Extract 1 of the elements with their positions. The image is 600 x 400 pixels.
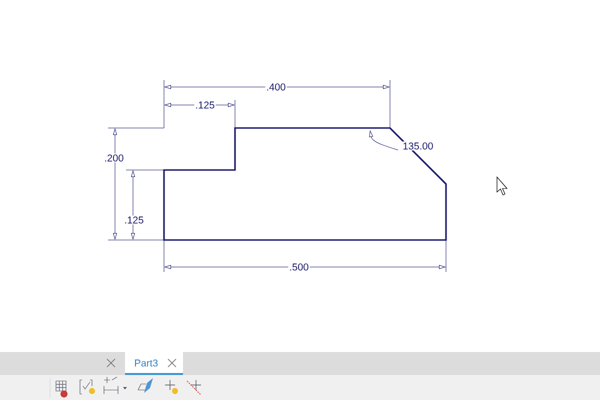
tab: Part3 <box>125 352 183 375</box>
